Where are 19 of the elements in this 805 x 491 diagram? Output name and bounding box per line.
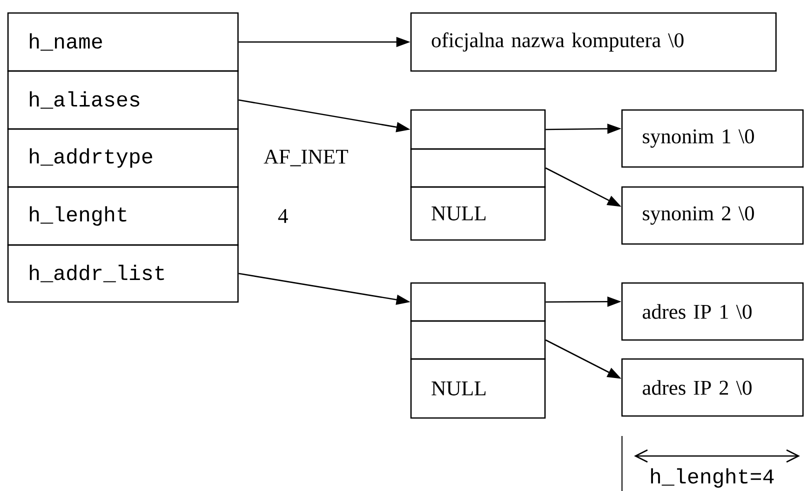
text-box: synonim 2 \0 bbox=[621, 186, 804, 245]
field-cell: h_name bbox=[7, 12, 239, 72]
text-box: synonim 1 \0 bbox=[621, 109, 804, 168]
text-box: adres IP 2 \0 bbox=[621, 358, 804, 417]
null-cell: NULL bbox=[410, 186, 546, 241]
dimension-label: h_lenght=4 bbox=[651, 468, 774, 488]
pointer-cell bbox=[410, 109, 546, 150]
field-cell: h_aliases bbox=[7, 70, 239, 130]
text-box: adres IP 1 \0 bbox=[621, 282, 804, 341]
field-cell: h_lenght bbox=[7, 186, 239, 246]
value-text: AF_INET bbox=[264, 150, 348, 166]
pointer-cell bbox=[410, 282, 546, 322]
pointer-cell bbox=[410, 320, 546, 360]
text-box: oficjalna nazwa komputera \0 bbox=[410, 12, 777, 72]
field-cell: h_addr_list bbox=[7, 244, 239, 303]
pointer-cell bbox=[410, 148, 546, 188]
null-cell: NULL bbox=[410, 358, 546, 419]
field-cell: h_addrtype bbox=[7, 128, 239, 188]
value-text: 4 bbox=[278, 209, 288, 223]
